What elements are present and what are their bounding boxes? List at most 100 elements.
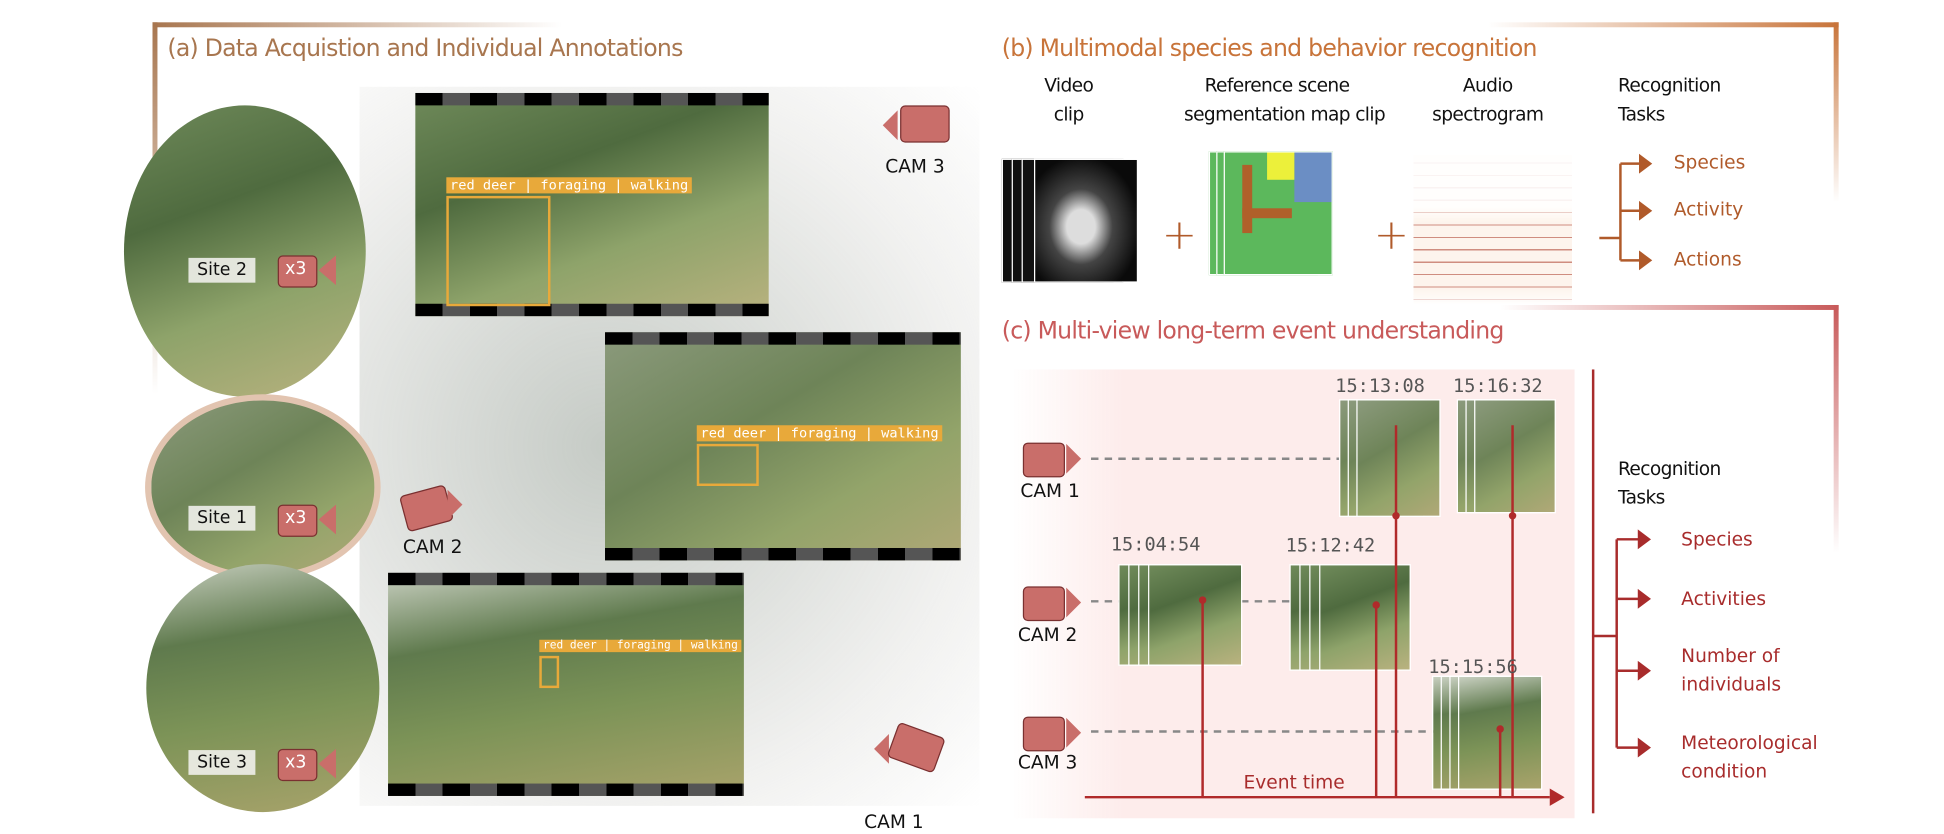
camera-label: CAM 3 (1017, 751, 1078, 774)
label-line: Recognition (1617, 74, 1721, 97)
camera-icon (900, 105, 950, 143)
label-line: spectrogram (1432, 102, 1544, 126)
camera-lens-icon (1066, 717, 1082, 748)
task-bracket-c (1591, 529, 1652, 758)
camera-count: x3 (285, 508, 307, 529)
marker-dot (1198, 596, 1207, 604)
film-strip-top (415, 92, 769, 106)
segmentation-map-clip (1208, 151, 1333, 276)
event-time-label: Event time (1243, 771, 1345, 794)
camera-label: CAM 1 (864, 810, 924, 834)
camera-count: x3 (285, 259, 307, 279)
annotation-label: red deer | foraging | walking (696, 425, 943, 442)
timestamp: 15:16:32 (1453, 374, 1543, 397)
bounding-box (539, 655, 560, 689)
label-line: clip (1053, 102, 1085, 126)
camera-lens-icon (874, 733, 889, 764)
arrow-head-icon (1639, 153, 1653, 174)
segment-sky (1294, 152, 1332, 203)
camera-label: CAM 2 (1017, 623, 1078, 646)
camera-lens-icon (447, 489, 463, 520)
camera-lens-icon (1066, 587, 1082, 618)
annotation-label: red deer | foraging | walking (539, 639, 742, 653)
plus-sign: + (1161, 210, 1198, 261)
arrow-head-icon (1639, 200, 1653, 221)
segment-yellow (1267, 152, 1295, 180)
task-species-b: Species (1673, 151, 1746, 174)
arrow-head-icon (1637, 737, 1652, 758)
panel-a-frame-top (152, 22, 562, 28)
label-line: Tasks (1617, 486, 1665, 509)
label-line: condition (1681, 759, 1768, 783)
video-clip-label: Video clip (1007, 72, 1131, 129)
marker-dot (1372, 601, 1380, 609)
arrow-head-icon (1637, 660, 1652, 681)
frame (1148, 564, 1243, 666)
camera-icon (277, 255, 318, 288)
camera-label: CAM 3 (885, 154, 945, 178)
segment-branch (1242, 208, 1292, 219)
frame (1474, 399, 1556, 514)
segment-trunk (1242, 164, 1253, 234)
timestamp: 15:12:42 (1285, 534, 1376, 557)
film-strip-top (605, 332, 961, 345)
task-meteorological-condition-c: Meteorological condition (1681, 729, 1818, 786)
task-bracket-b (1599, 153, 1653, 271)
task-number-of-individuals-c: Number of individuals (1681, 642, 1781, 699)
video-frame-site-2: red deer | foraging | walking (415, 92, 769, 317)
timestamp: 15:04:54 (1110, 533, 1201, 556)
camera-label: CAM 2 (402, 535, 463, 558)
timestamp: 15:15:56 (1428, 655, 1518, 679)
video-frame-site-3: red deer | foraging | walking (388, 572, 744, 796)
frame (1356, 399, 1441, 517)
panel-c-frame-right (1833, 304, 1839, 553)
cam-1-clip-151632 (1456, 399, 1556, 514)
marker-dot (1392, 512, 1400, 520)
divider-line (1591, 369, 1595, 814)
task-species-c: Species (1681, 526, 1753, 555)
label-line: Species (1681, 528, 1753, 551)
panel-a-title: (a) Data Acquistion and Individual Annot… (167, 34, 683, 62)
camera-lens-icon (1066, 443, 1082, 474)
camera-lens-icon (318, 255, 336, 286)
segmentation-map-label: Reference scene segmentation map clip (1184, 72, 1386, 129)
video-clip-thermal (1001, 158, 1139, 283)
event-time-axis (1084, 425, 1565, 806)
film-strip-bottom (605, 547, 961, 561)
site-3-label: Site 3 (188, 750, 256, 775)
audio-spectrogram (1413, 154, 1573, 304)
label-line: Reference scene (1204, 74, 1350, 97)
panel-b-frame-right (1833, 22, 1839, 203)
label-line: Meteorological (1681, 731, 1818, 754)
video-frame-site-1: red deer | foraging | walking (605, 332, 961, 561)
arrow-head-icon (1637, 529, 1652, 550)
camera-lens-icon (318, 504, 336, 535)
axis-arrow-icon (1549, 788, 1565, 806)
site-2-label: Site 2 (188, 257, 256, 283)
recognition-tasks-header-b: Recognition Tasks (1618, 72, 1721, 129)
label-line: Number of (1681, 644, 1780, 668)
site-3-image (146, 564, 380, 813)
film-strip-top (388, 572, 744, 586)
annotation-label: red deer | foraging | walking (446, 177, 692, 194)
camera-icon (1022, 716, 1065, 752)
recognition-tasks-header-c: Recognition Tasks (1618, 455, 1721, 512)
event-timeline (1091, 457, 1439, 733)
marker-dot (1496, 725, 1504, 733)
site-2-image (123, 105, 366, 397)
timestamp: 15:13:08 (1335, 374, 1425, 397)
film-strip-bottom (388, 783, 744, 796)
camera-label: CAM 1 (1020, 479, 1080, 503)
marker-dot (1508, 512, 1517, 520)
panel-b-frame-top (1487, 22, 1839, 28)
camera-icon (277, 748, 318, 782)
site-1-label: Site 1 (188, 505, 256, 531)
label-line: Audio (1462, 74, 1513, 97)
label-line: segmentation map clip (1184, 102, 1386, 126)
arrow-head-icon (1637, 588, 1652, 609)
label-line: Tasks (1617, 102, 1665, 126)
panel-b-title: (b) Multimodal species and behavior reco… (1001, 34, 1538, 62)
frame (1033, 158, 1139, 283)
camera-lens-icon (318, 748, 336, 779)
